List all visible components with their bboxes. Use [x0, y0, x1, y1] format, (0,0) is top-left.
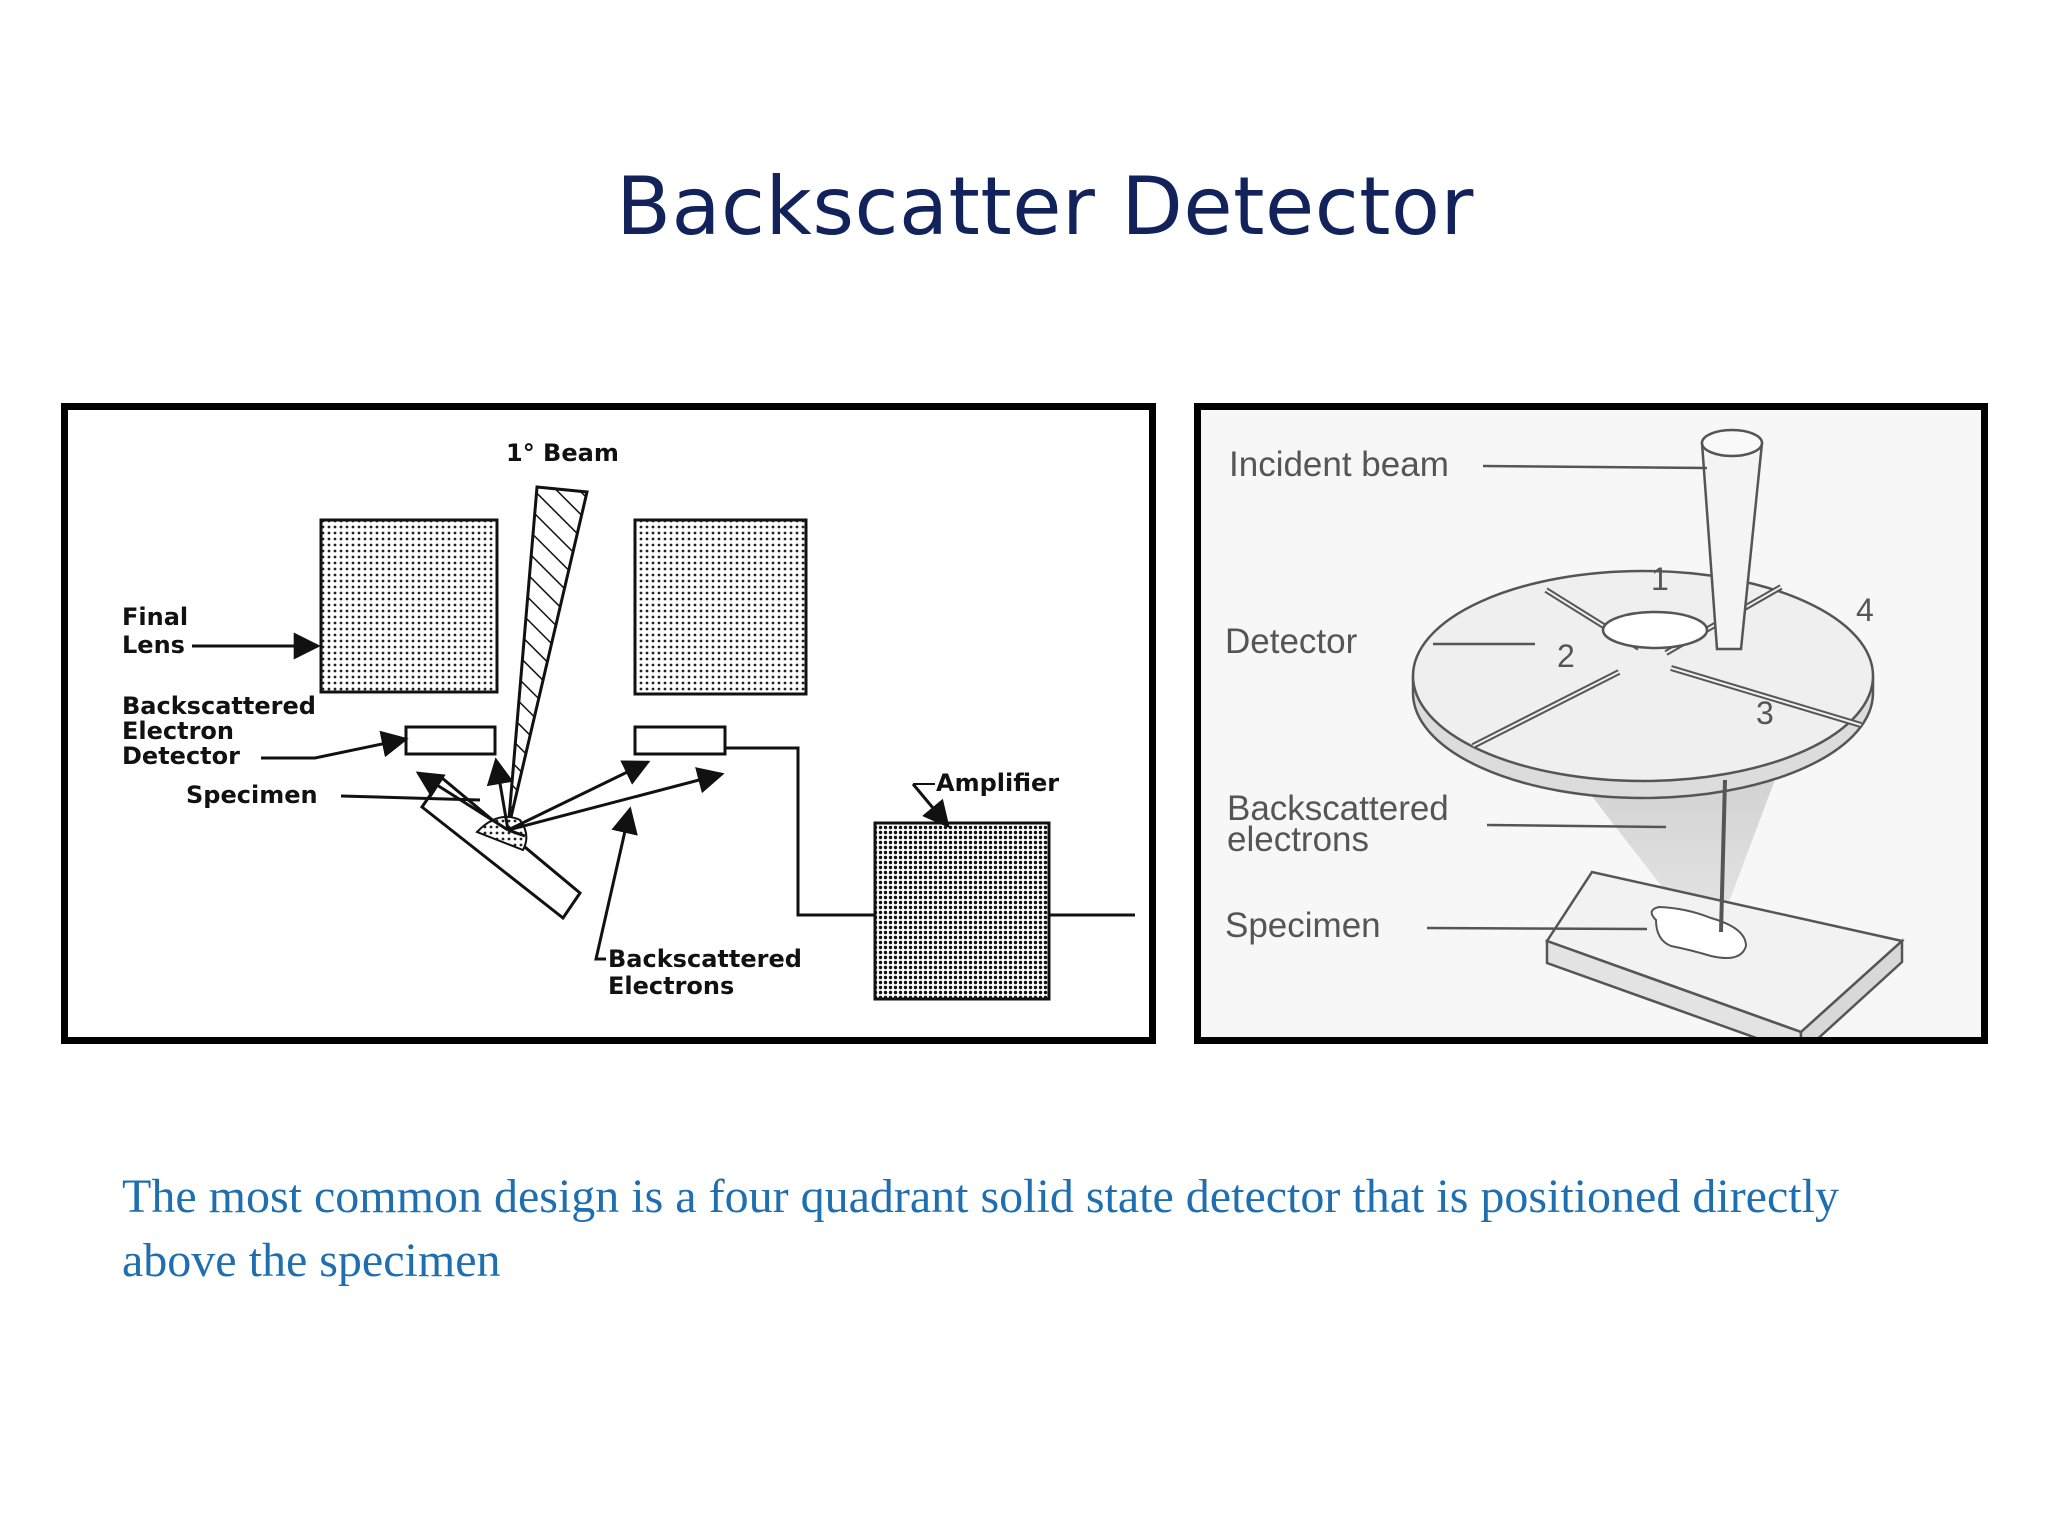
backscattered-electrons-label: Backscattered Electrons — [608, 945, 810, 1000]
final-lens-right — [633, 518, 808, 696]
detector-label: Detector — [1225, 622, 1358, 661]
slide-title: Backscatter Detector — [616, 160, 1474, 253]
specimen-label: Specimen — [1225, 906, 1381, 945]
primary-beam — [506, 485, 589, 831]
amplifier — [873, 821, 1051, 1001]
bse-detector-schematic: 1° Beam Final Lens Backscattered Electro… — [61, 403, 1156, 1044]
detector-label: Backscattered Electron Detector — [122, 692, 324, 770]
beam-label: 1° Beam — [506, 439, 619, 467]
quadrant-3: 3 — [1756, 695, 1774, 731]
backscattered-electrons-label: Backscattered electrons — [1227, 789, 1459, 859]
final-lens-left — [319, 518, 499, 694]
specimen-blob — [1650, 905, 1748, 959]
incident-beam-label: Incident beam — [1229, 445, 1449, 484]
focused-beam — [1719, 779, 1727, 933]
detector-center-hole — [1601, 610, 1709, 650]
detector-plate-left — [404, 725, 497, 756]
detector-disc — [1411, 569, 1875, 783]
quadrant-4: 4 — [1856, 592, 1874, 628]
quadrant-1: 1 — [1651, 561, 1669, 597]
final-lens-label: Final Lens — [122, 603, 197, 659]
quadrant-detector-illustration: 1 2 3 4 Incident beam Detector Backscatt… — [1194, 403, 1988, 1044]
caption-text: The most common design is a four quadran… — [122, 1170, 1839, 1287]
quadrant-2: 2 — [1557, 638, 1575, 674]
specimen-label: Specimen — [186, 781, 318, 809]
specimen-sample — [475, 816, 528, 852]
amplifier-label: Amplifier — [936, 769, 1059, 797]
detector-plate-right — [633, 725, 727, 756]
